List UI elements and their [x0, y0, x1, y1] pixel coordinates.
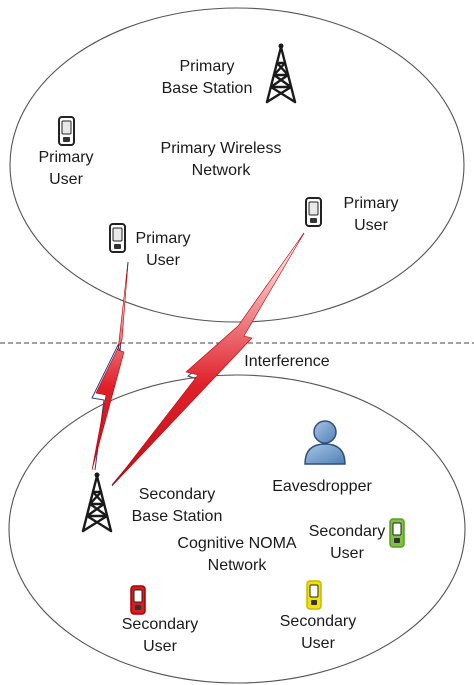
- primary-user-label: Primary User: [38, 149, 94, 188]
- secondary-user-label: Secondary User: [279, 613, 357, 652]
- secondary-user-phone-icon-green: [389, 518, 405, 548]
- primary-user-phone-icon: [109, 223, 126, 253]
- primary-user-label: Primary User: [135, 230, 191, 269]
- interference-link-left: [91, 261, 129, 471]
- secondary-user-label: Secondary User: [308, 523, 386, 562]
- secondary-base-station-label: Secondary Base Station: [131, 486, 223, 525]
- primary-base-station-icon: [265, 43, 297, 104]
- interference-label: Interference: [244, 353, 330, 370]
- secondary-user-phone-icon-yellow: [306, 580, 322, 610]
- cognitive-noma-network-label: Cognitive NOMA Network: [177, 535, 297, 574]
- interference-link-right: [111, 232, 305, 487]
- primary-user-label: Primary User: [343, 195, 399, 234]
- primary-network-label: Primary Wireless Network: [160, 140, 282, 179]
- secondary-user-label: Secondary User: [121, 616, 199, 655]
- eavesdropper-label: Eavesdropper: [272, 478, 372, 495]
- primary-network-boundary: [9, 7, 465, 323]
- eavesdropper-icon: [304, 420, 346, 465]
- secondary-base-station-icon: [81, 472, 113, 533]
- primary-user-phone-icon: [305, 197, 322, 227]
- primary-base-station-label: Primary Base Station: [161, 58, 253, 97]
- secondary-network-boundary: [8, 374, 466, 684]
- primary-user-phone-icon: [58, 116, 75, 146]
- secondary-user-phone-icon-red: [130, 585, 146, 615]
